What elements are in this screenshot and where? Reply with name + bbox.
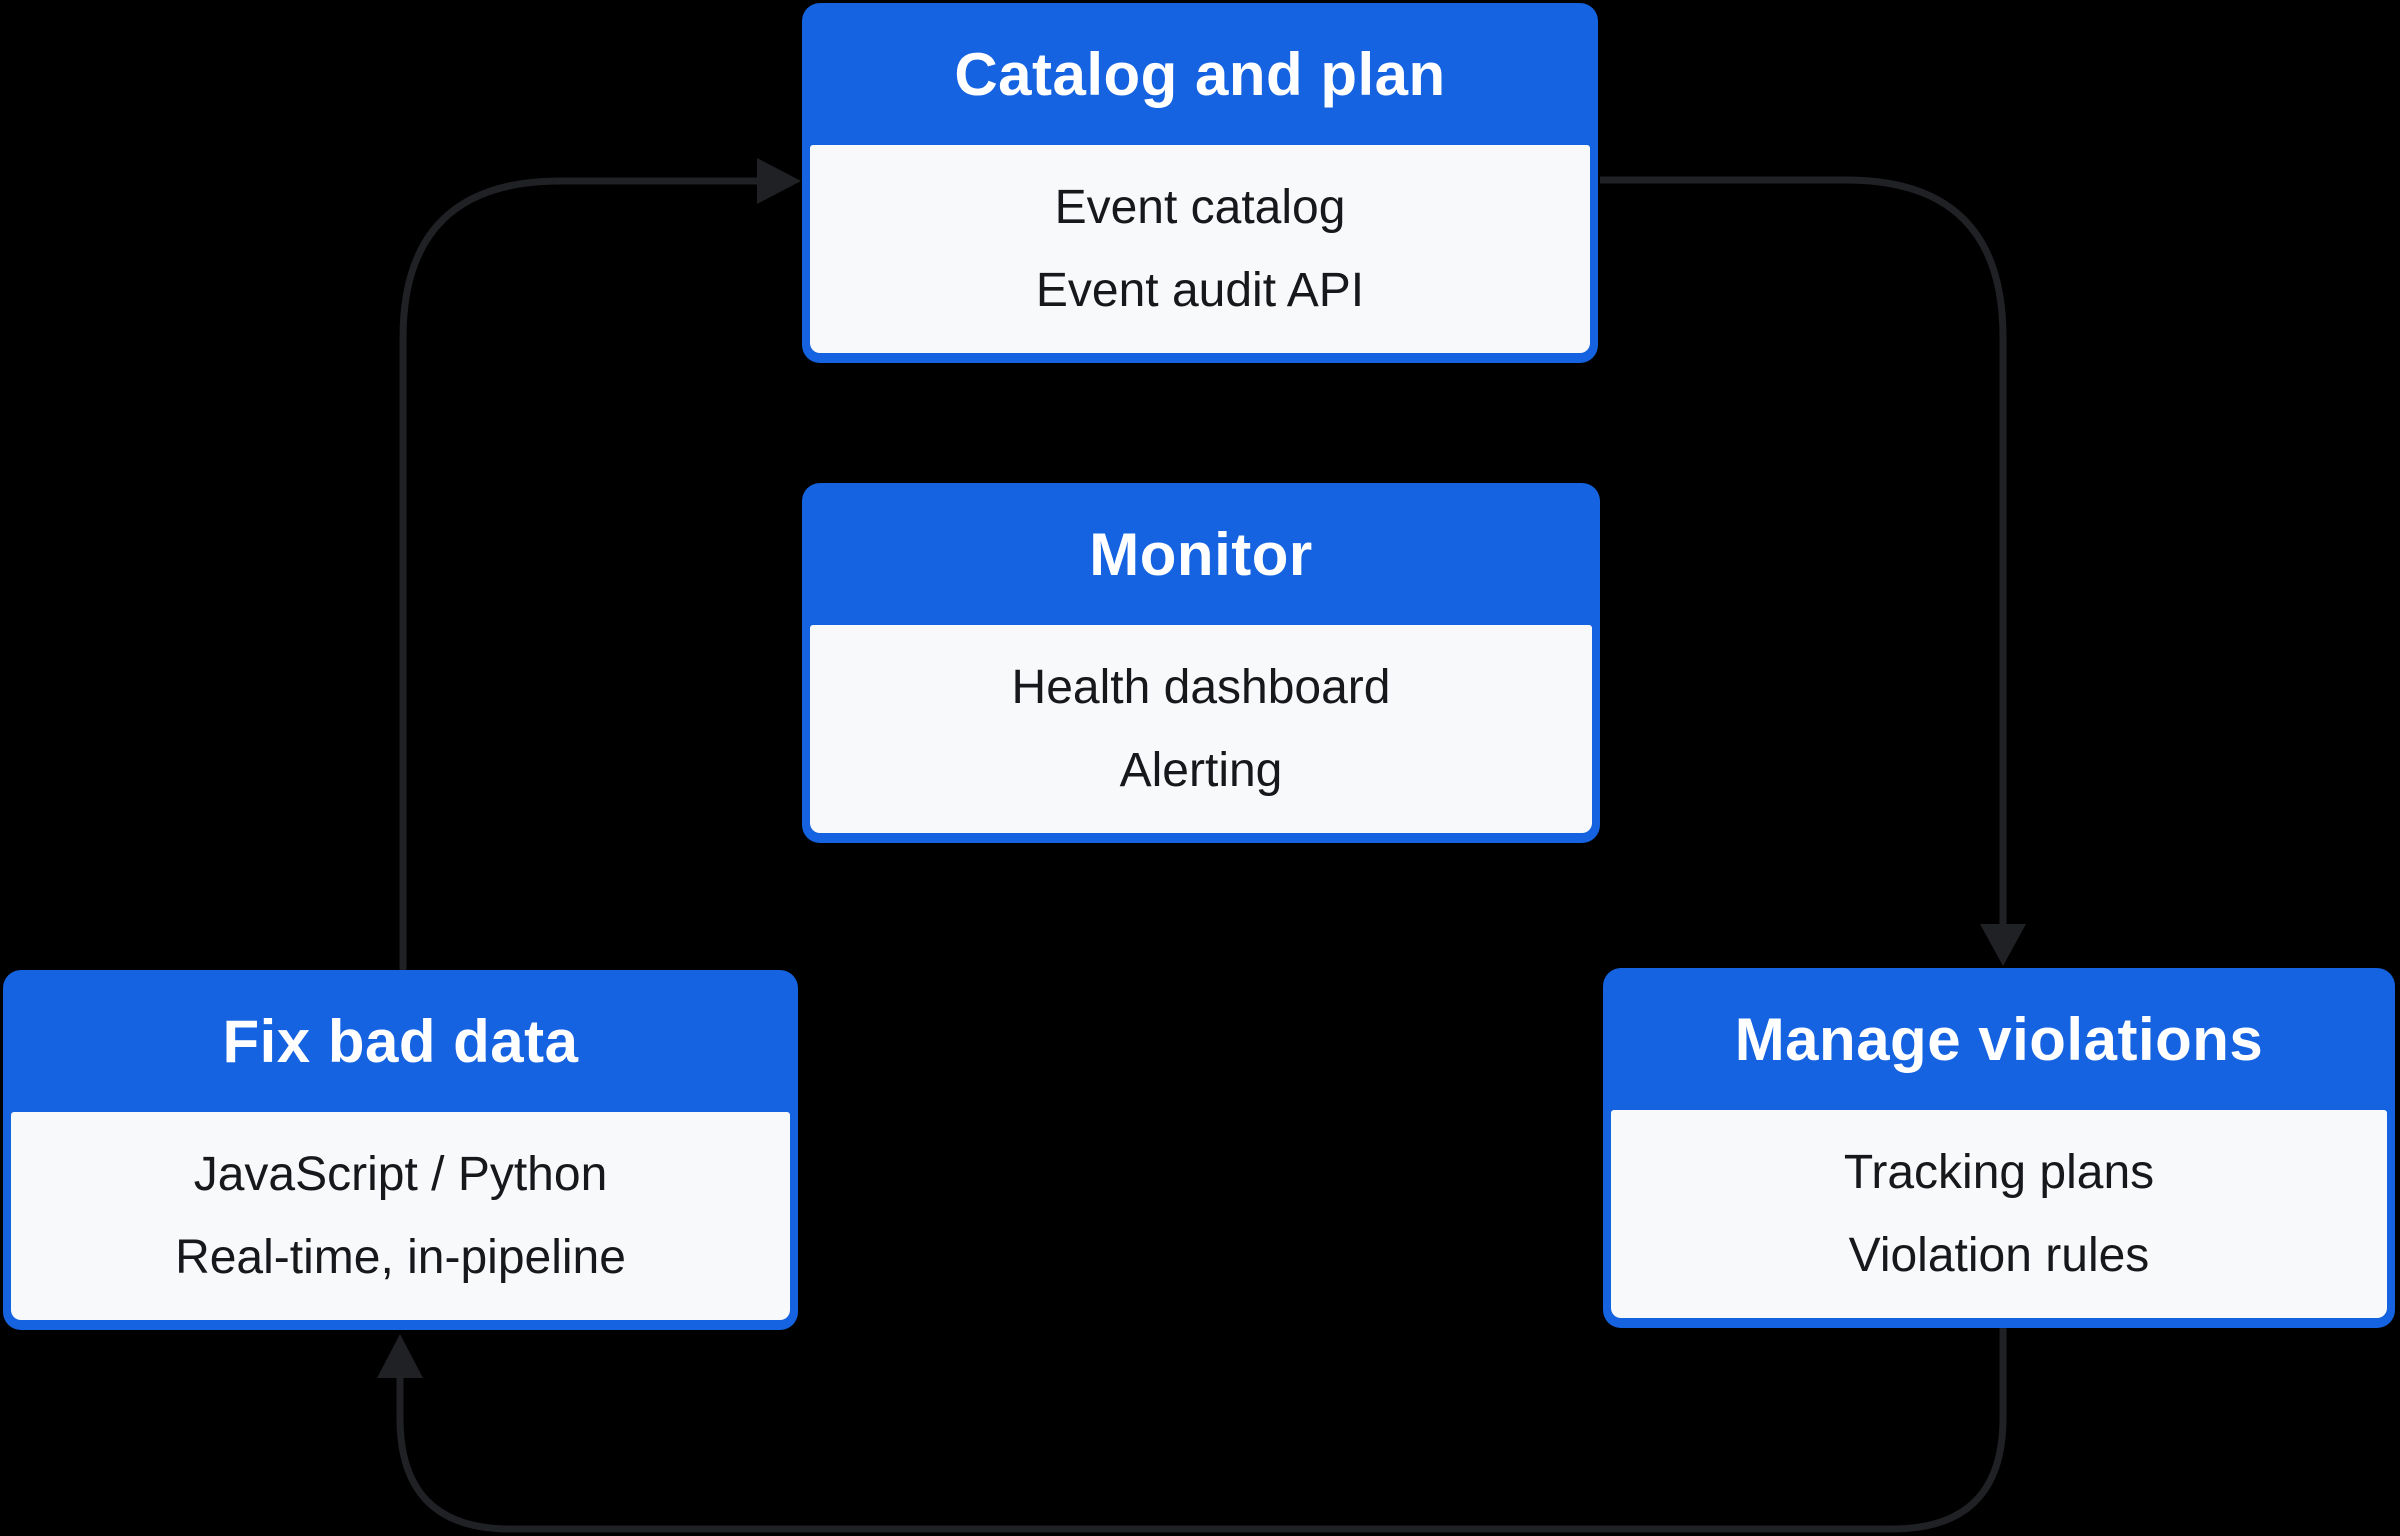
- node-item: Real-time, in-pipeline: [175, 1230, 626, 1284]
- node-fix-bad-data: Fix bad data JavaScript / Python Real-ti…: [3, 970, 798, 1330]
- node-title: Monitor: [1089, 520, 1313, 588]
- node-item: Alerting: [1119, 743, 1283, 797]
- node-item: Event catalog: [1054, 181, 1346, 235]
- node-item: Health dashboard: [1011, 661, 1391, 715]
- arrow-catalog-to-manage: [1600, 176, 2026, 966]
- arrow-manage-to-fix: [377, 1328, 2007, 1533]
- arrow-fix-to-catalog: [399, 158, 801, 970]
- node-body: Health dashboard Alerting: [810, 625, 1592, 833]
- node-item: Tracking plans: [1843, 1146, 2155, 1200]
- node-monitor: Monitor Health dashboard Alerting: [802, 483, 1600, 843]
- arrowhead-up-icon: [377, 1334, 423, 1378]
- node-title: Fix bad data: [222, 1007, 579, 1075]
- arrowhead-down-icon: [1980, 924, 2026, 966]
- node-title: Catalog and plan: [954, 40, 1446, 108]
- node-item: Violation rules: [1848, 1228, 2150, 1282]
- node-body: Event catalog Event audit API: [810, 145, 1590, 353]
- node-item: Event audit API: [1035, 263, 1365, 317]
- node-body: JavaScript / Python Real-time, in-pipeli…: [11, 1112, 790, 1320]
- node-catalog-and-plan: Catalog and plan Event catalog Event aud…: [802, 3, 1598, 363]
- node-body: Tracking plans Violation rules: [1611, 1110, 2387, 1318]
- node-manage-violations: Manage violations Tracking plans Violati…: [1603, 968, 2395, 1328]
- arrowhead-right-icon: [757, 158, 801, 204]
- node-item: JavaScript / Python: [193, 1148, 608, 1202]
- node-title: Manage violations: [1734, 1005, 2264, 1073]
